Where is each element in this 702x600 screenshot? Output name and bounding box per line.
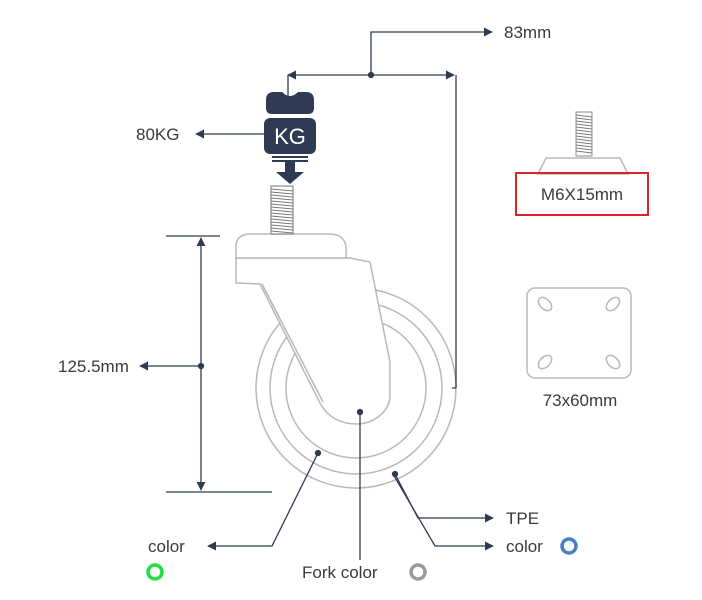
thread-line (575, 126, 593, 130)
thread-line (270, 218, 294, 222)
tpe-leader (394, 473, 494, 523)
thread-line (270, 206, 294, 210)
thread-line (270, 194, 294, 198)
tpe-color-swatch (560, 537, 578, 555)
thread-line (270, 224, 294, 228)
thread-line (575, 147, 593, 151)
thread-line (575, 138, 593, 142)
thread-line (270, 200, 294, 204)
tpe-label: TPE (506, 509, 539, 528)
thread-line (575, 135, 593, 139)
wheel-color-leader (392, 473, 494, 551)
fork-color-swatch (409, 563, 427, 581)
thread-line (575, 117, 593, 121)
thread-line (270, 203, 294, 207)
thread-line (270, 221, 294, 225)
thread-spec-highlight-box (515, 172, 649, 216)
dimension-lines (139, 27, 494, 560)
core-color-leader (207, 452, 319, 551)
thread-line (270, 197, 294, 201)
thread-line (270, 227, 294, 231)
thread-line (270, 230, 294, 234)
load-capacity-label: 80KG (136, 125, 179, 144)
core-color-swatch (146, 563, 164, 581)
thread-line (270, 209, 294, 213)
thread-line (575, 150, 593, 154)
thread-line (575, 141, 593, 145)
thread-line (575, 129, 593, 133)
caster-fork (235, 233, 391, 425)
wheel-color-label: color (506, 537, 543, 556)
thread-line (575, 132, 593, 136)
core-color-label: color (148, 537, 185, 556)
thread-line (575, 123, 593, 127)
plate-size-label: 73x60mm (543, 391, 618, 410)
thread-line (575, 114, 593, 118)
thread-line (575, 120, 593, 124)
kg-badge-text: KG (274, 124, 306, 149)
thread-line (270, 212, 294, 216)
height-dimension-label: 125.5mm (58, 357, 129, 376)
thread-spec-label: M6X15mm (541, 185, 623, 204)
thread-detail-drawing (515, 111, 649, 216)
mounting-plate-drawing (526, 287, 632, 379)
thread-line (270, 188, 294, 192)
fork-color-label: Fork color (302, 563, 378, 582)
width-label-leader (370, 27, 493, 75)
width-dimension-label: 83mm (504, 23, 551, 42)
thread-line (270, 191, 294, 195)
threaded-stem (270, 185, 294, 235)
weight-badge-icon: KG (264, 92, 316, 184)
thread-line (270, 215, 294, 219)
thread-line (575, 144, 593, 148)
